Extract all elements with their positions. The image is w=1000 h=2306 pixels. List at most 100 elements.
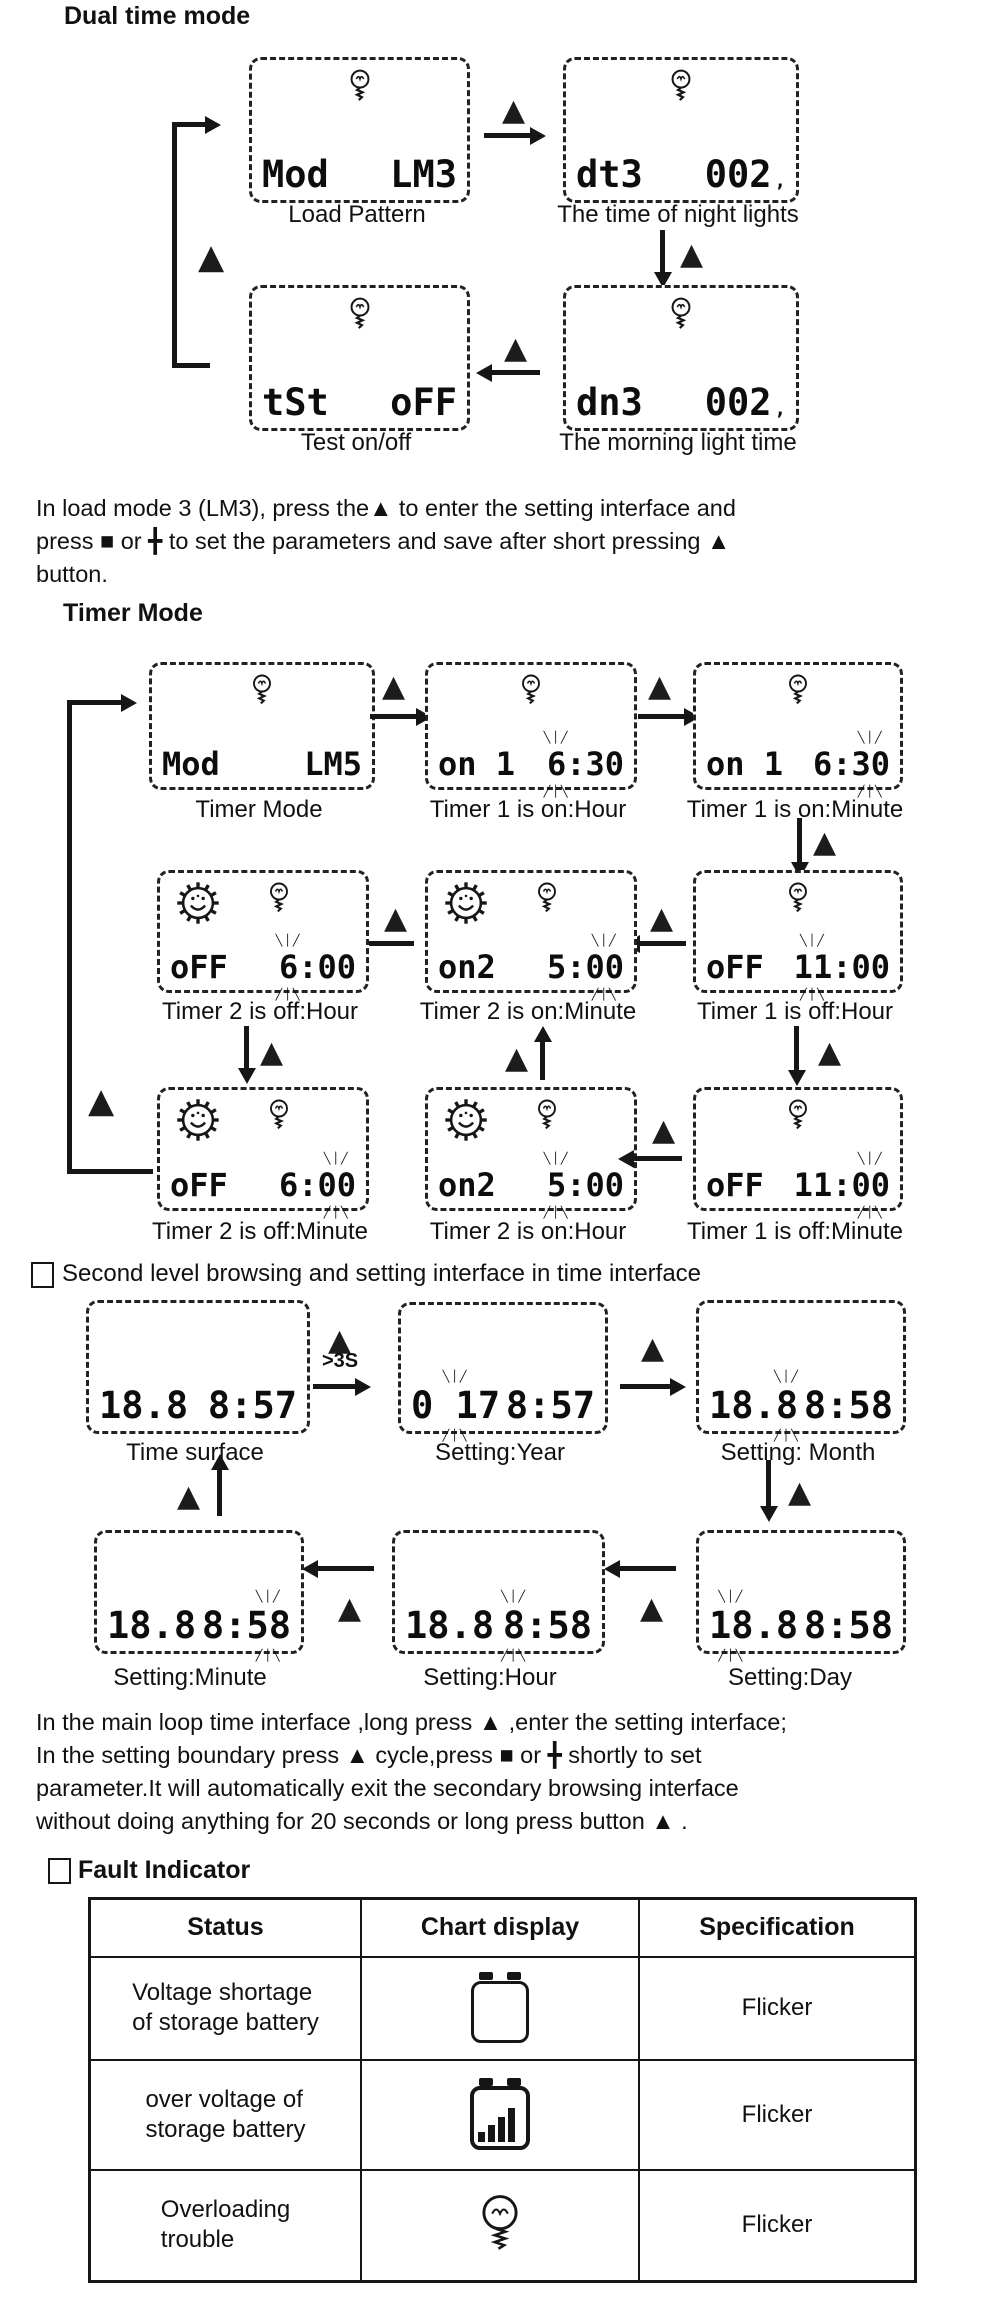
lcd-panel-timer-mode: Mod LM5 [149,662,375,790]
up-button-icon: ▲ [641,1331,665,1366]
lcd-panel-setting-month: 18.8 8:58 [696,1300,906,1434]
flow-arrow-down-icon [766,1460,771,1506]
panel-caption: Setting:Hour [423,1664,557,1691]
flow-arrow-down-icon [244,1026,249,1068]
up-button-icon: ▲ [680,237,704,272]
lcd-text: oFF 11:00 [706,948,890,986]
lcd-panel-timer2-off-hour: oFF 6:00 [157,870,369,993]
lcd-text: 18.8 8:57 [99,1384,297,1427]
panel-caption: Time surface [126,1439,264,1466]
panel-caption: Setting:Year [435,1439,565,1466]
up-button-icon: ▲ [648,669,672,704]
lcd-text: 0 17 8:57 [411,1384,595,1427]
bulb-icon [474,2186,526,2258]
lcd-text: on2 5:00 [438,1166,624,1204]
hold-3s-label: >3S [322,1350,359,1372]
chart-display-cell [360,1955,640,2061]
lcd-text: Mod LM3 [262,153,457,196]
lcd-panel-setting-day: 18.8 8:58 [696,1530,906,1654]
lcd-panel-timer1-off-hour: oFF 11:00 [693,870,903,993]
flow-arrow-down-icon [660,230,665,272]
up-button-icon: ▲ [382,669,406,704]
flow-arrow-down-icon [797,818,802,862]
loop-line [172,363,210,368]
bulb-icon [668,68,694,106]
lcd-text: on 1 6:30 [706,745,890,783]
panel-caption: Timer 1 is on:Hour [429,796,627,823]
specification-cell: Flicker [638,2058,917,2171]
flow-arrow-right-icon [638,714,684,719]
flow-arrow-left-icon [634,1156,682,1161]
paragraph-line: In load mode 3 (LM3), press the▲ to ente… [36,495,736,521]
status-cell: Voltage shortage of storage battery [88,1955,362,2061]
bulb-icon [786,1098,810,1134]
panel-caption: Timer 2 is off:Minute [151,1218,369,1245]
status-cell: Overloading trouble [88,2168,362,2283]
paragraph-line: In the setting boundary press ▲ cycle,pr… [36,1742,702,1768]
panel-caption: Test on/off [300,429,412,456]
bulb-icon [786,673,810,709]
lcd-panel-test-onoff: tSt oFF [249,285,470,431]
sun-icon [176,881,220,925]
lcd-text: 18.8 8:58 [405,1604,592,1647]
paragraph-dual: In load mode 3 (LM3), press the▲ to ente… [36,492,736,591]
chart-display-cell [360,2058,640,2171]
table-row: Voltage shortage of storage battery Flic… [88,1955,917,2061]
chart-display-cell [360,2168,640,2283]
up-button-icon: ▲ [650,901,674,936]
lcd-text: oFF 6:00 [170,948,356,986]
paragraph-time: In the main loop time interface ,long pr… [36,1706,787,1838]
battery-low-icon [471,1971,529,2043]
flow-arrow-right-icon [620,1384,670,1389]
paragraph-line: press ■ or ╋ to set the parameters and s… [36,528,731,554]
panel-caption: Timer 2 is on:Hour [429,1218,627,1245]
lcd-panel-timer1-on-hour: on 1 6:30 [425,662,637,790]
flow-arrow-left-icon [318,1566,374,1571]
flow-arrow-left-icon [368,941,414,946]
column-header-chart-display: Chart display [360,1897,640,1958]
specification-cell: Flicker [638,1955,917,2061]
heading-timer-mode: Timer Mode [63,599,203,627]
up-button-icon: ▲ [788,1475,812,1510]
up-button-icon: ▲ [640,1591,664,1626]
lcd-text: dt3 002, [576,153,786,196]
bulb-icon [535,1098,559,1134]
lcd-panel-setting-minute: 18.8 8:58 [94,1530,304,1654]
panel-caption: Setting:Minute [113,1664,267,1691]
up-button-icon: ▲ [260,1035,284,1070]
panel-caption: Timer 1 is off:Minute [686,1218,904,1245]
lcd-panel-timer2-off-minute: oFF 6:00 [157,1087,369,1211]
up-button-icon: ▲ [88,1081,115,1121]
panel-caption: Timer 1 is off:Hour [696,998,894,1025]
status-cell: over voltage of storage battery [88,2058,362,2171]
lcd-text: on2 5:00 [438,948,624,986]
sun-icon [444,881,488,925]
column-header-status: Status [88,1897,362,1958]
lcd-panel-load-pattern: Mod LM3 [249,57,470,203]
flow-arrow-down-icon [794,1026,799,1070]
lcd-text: Mod LM5 [162,745,362,783]
flow-arrow-right-icon [370,714,416,719]
table-row: Overloading trouble Flicker [88,2168,917,2283]
sun-icon [444,1098,488,1142]
up-button-icon: ▲ [504,331,528,366]
bulb-icon [267,1098,291,1134]
panel-caption: Load Pattern [288,201,426,228]
sun-icon [176,1098,220,1142]
lcd-text: 18.8 8:58 [107,1604,291,1647]
lcd-panel-time-surface: 18.8 8:57 [86,1300,310,1434]
fault-indicator-table: Status Chart display Specification Volta… [88,1897,917,2283]
flow-arrow-right-icon [484,133,530,138]
lcd-text: oFF 6:00 [170,1166,356,1204]
panel-caption: Setting: Month [720,1439,876,1466]
bulb-icon [347,68,373,106]
loop-line [172,122,177,368]
paragraph-line: In the main loop time interface ,long pr… [36,1709,787,1735]
flow-arrow-up-icon [540,1042,545,1080]
flow-arrow-right-icon [313,1384,355,1389]
heading-fault-indicator: Fault Indicator [78,1856,251,1884]
lcd-text: on 1 6:30 [438,745,624,783]
paragraph-line: button. [36,561,108,587]
lcd-panel-morning-light: dn3 002, [563,285,799,431]
flow-arrow-right-icon [67,700,121,705]
